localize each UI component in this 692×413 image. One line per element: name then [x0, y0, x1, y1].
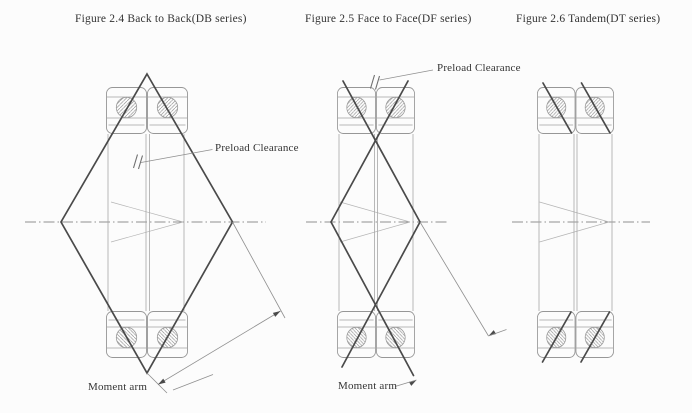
figure-df-title: Figure 2.5 Face to Face(DF series): [305, 13, 472, 25]
df-preload-leader-line: [379, 69, 434, 81]
df-contact-lines: [330, 80, 421, 377]
db-moment-arm-label: Moment arm: [88, 381, 148, 393]
dt-bore-lines: [538, 134, 613, 311]
df-bore-lines: [338, 134, 414, 311]
figure-dt-drawing: [512, 82, 650, 363]
db-bore-lines: [107, 134, 185, 311]
db-moment-arm-dimension: [146, 221, 286, 394]
db-preload-tick-marks: [132, 154, 144, 170]
df-moment-arm-dimension: [394, 221, 507, 387]
db-top-bearing: [106, 87, 188, 134]
db-preload-clearance-label: Preload Clearance: [215, 142, 299, 154]
dt-contact-lines: [541, 82, 611, 363]
df-preload-tick-marks: [369, 74, 381, 90]
db-preload-leader-line: [140, 149, 213, 163]
figure-dt-title: Figure 2.6 Tandem(DT series): [516, 13, 661, 25]
db-load-center-cone: [110, 201, 184, 243]
df-preload-clearance-label: Preload Clearance: [437, 62, 521, 74]
df-load-center-cone: [339, 201, 411, 243]
figure-db-title: Figure 2.4 Back to Back(DB series): [75, 13, 247, 25]
df-top-bearing: [337, 87, 415, 134]
figure-df-drawing: [306, 69, 507, 387]
df-moment-arm-label: Moment arm: [338, 380, 398, 392]
df-bottom-bearing: [337, 311, 415, 358]
figure-db-drawing: [25, 72, 286, 394]
db-bottom-bearing: [106, 311, 188, 358]
